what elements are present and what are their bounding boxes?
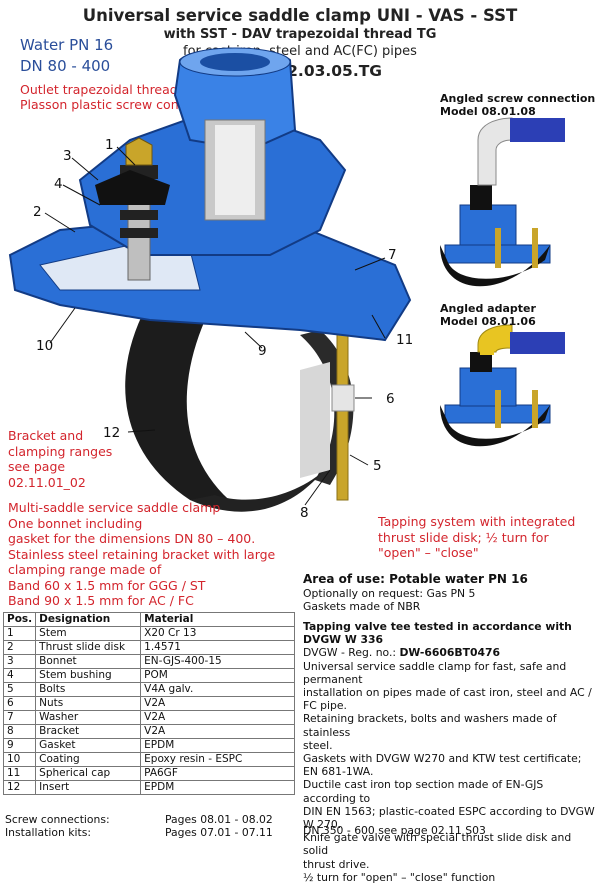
footer-install-label: Installation kits: bbox=[5, 826, 91, 839]
callout-4: 4 bbox=[54, 176, 63, 192]
callout-9: 9 bbox=[258, 343, 267, 359]
callout-7: 7 bbox=[388, 247, 397, 263]
dn-range: DN 80 - 400 bbox=[20, 57, 111, 75]
multi-saddle-note: Multi-saddle service saddle clamp One bo… bbox=[8, 500, 276, 608]
registration-line: DVGW - Reg. no.: DW-6606BT0476 bbox=[303, 646, 501, 660]
header-designation: Designation bbox=[35, 612, 142, 627]
screw-connection-title: Angled screw connection bbox=[440, 92, 596, 105]
footer-screw-pages: Pages 08.01 - 08.02 bbox=[165, 813, 273, 826]
area-line-2: Gaskets made of NBR bbox=[303, 600, 421, 614]
header-material: Material bbox=[140, 612, 295, 627]
area-of-use: Area of use: Potable water PN 16 Optiona… bbox=[303, 572, 598, 613]
page-subtitle: with SST - DAV trapezoidal thread TG bbox=[163, 27, 437, 42]
callout-2: 2 bbox=[33, 204, 42, 220]
description-block: Tapping valve tee tested in accordance w… bbox=[303, 620, 598, 884]
clamp-illustration bbox=[8, 47, 565, 512]
page-title: Universal service saddle clamp UNI - VAS… bbox=[82, 6, 518, 25]
angled-adapter-image bbox=[440, 324, 565, 447]
adapter-title: Angled adapter bbox=[440, 302, 536, 315]
desc-title: Tapping valve tee tested in accordance w… bbox=[303, 620, 572, 647]
callout-10: 10 bbox=[36, 338, 54, 354]
footer-screw-label: Screw connections: bbox=[5, 813, 110, 826]
angled-screw-connection-image bbox=[440, 117, 565, 287]
callout-3: 3 bbox=[63, 148, 72, 164]
footer-dn-note: DN 350 - 600 see page 02.11 S03 bbox=[303, 824, 486, 837]
screw-connection-model: Model 08.01.08 bbox=[440, 105, 536, 118]
table-header-row: Pos. Designation Material bbox=[2, 612, 295, 627]
callout-11: 11 bbox=[396, 332, 414, 348]
area-title: Area of use: Potable water PN 16 bbox=[303, 572, 528, 586]
callout-6: 6 bbox=[386, 391, 395, 407]
callout-8: 8 bbox=[300, 505, 309, 521]
band bbox=[125, 300, 235, 505]
callout-1: 1 bbox=[105, 137, 114, 153]
tapping-note: Tapping system with integrated thrust sl… bbox=[378, 514, 576, 560]
pressure-rating: Water PN 16 bbox=[20, 36, 114, 54]
area-line-1: Optionally on request: Gas PN 5 bbox=[303, 587, 476, 600]
bracket-note: Bracket and clamping ranges see page 02.… bbox=[8, 428, 113, 490]
footer-install-pages: Pages 07.01 - 07.11 bbox=[165, 826, 273, 839]
callout-5: 5 bbox=[373, 458, 382, 474]
header-pos: Pos. bbox=[2, 612, 37, 627]
callout-12: 12 bbox=[103, 425, 121, 441]
adapter-model: Model 08.01.06 bbox=[440, 315, 536, 328]
